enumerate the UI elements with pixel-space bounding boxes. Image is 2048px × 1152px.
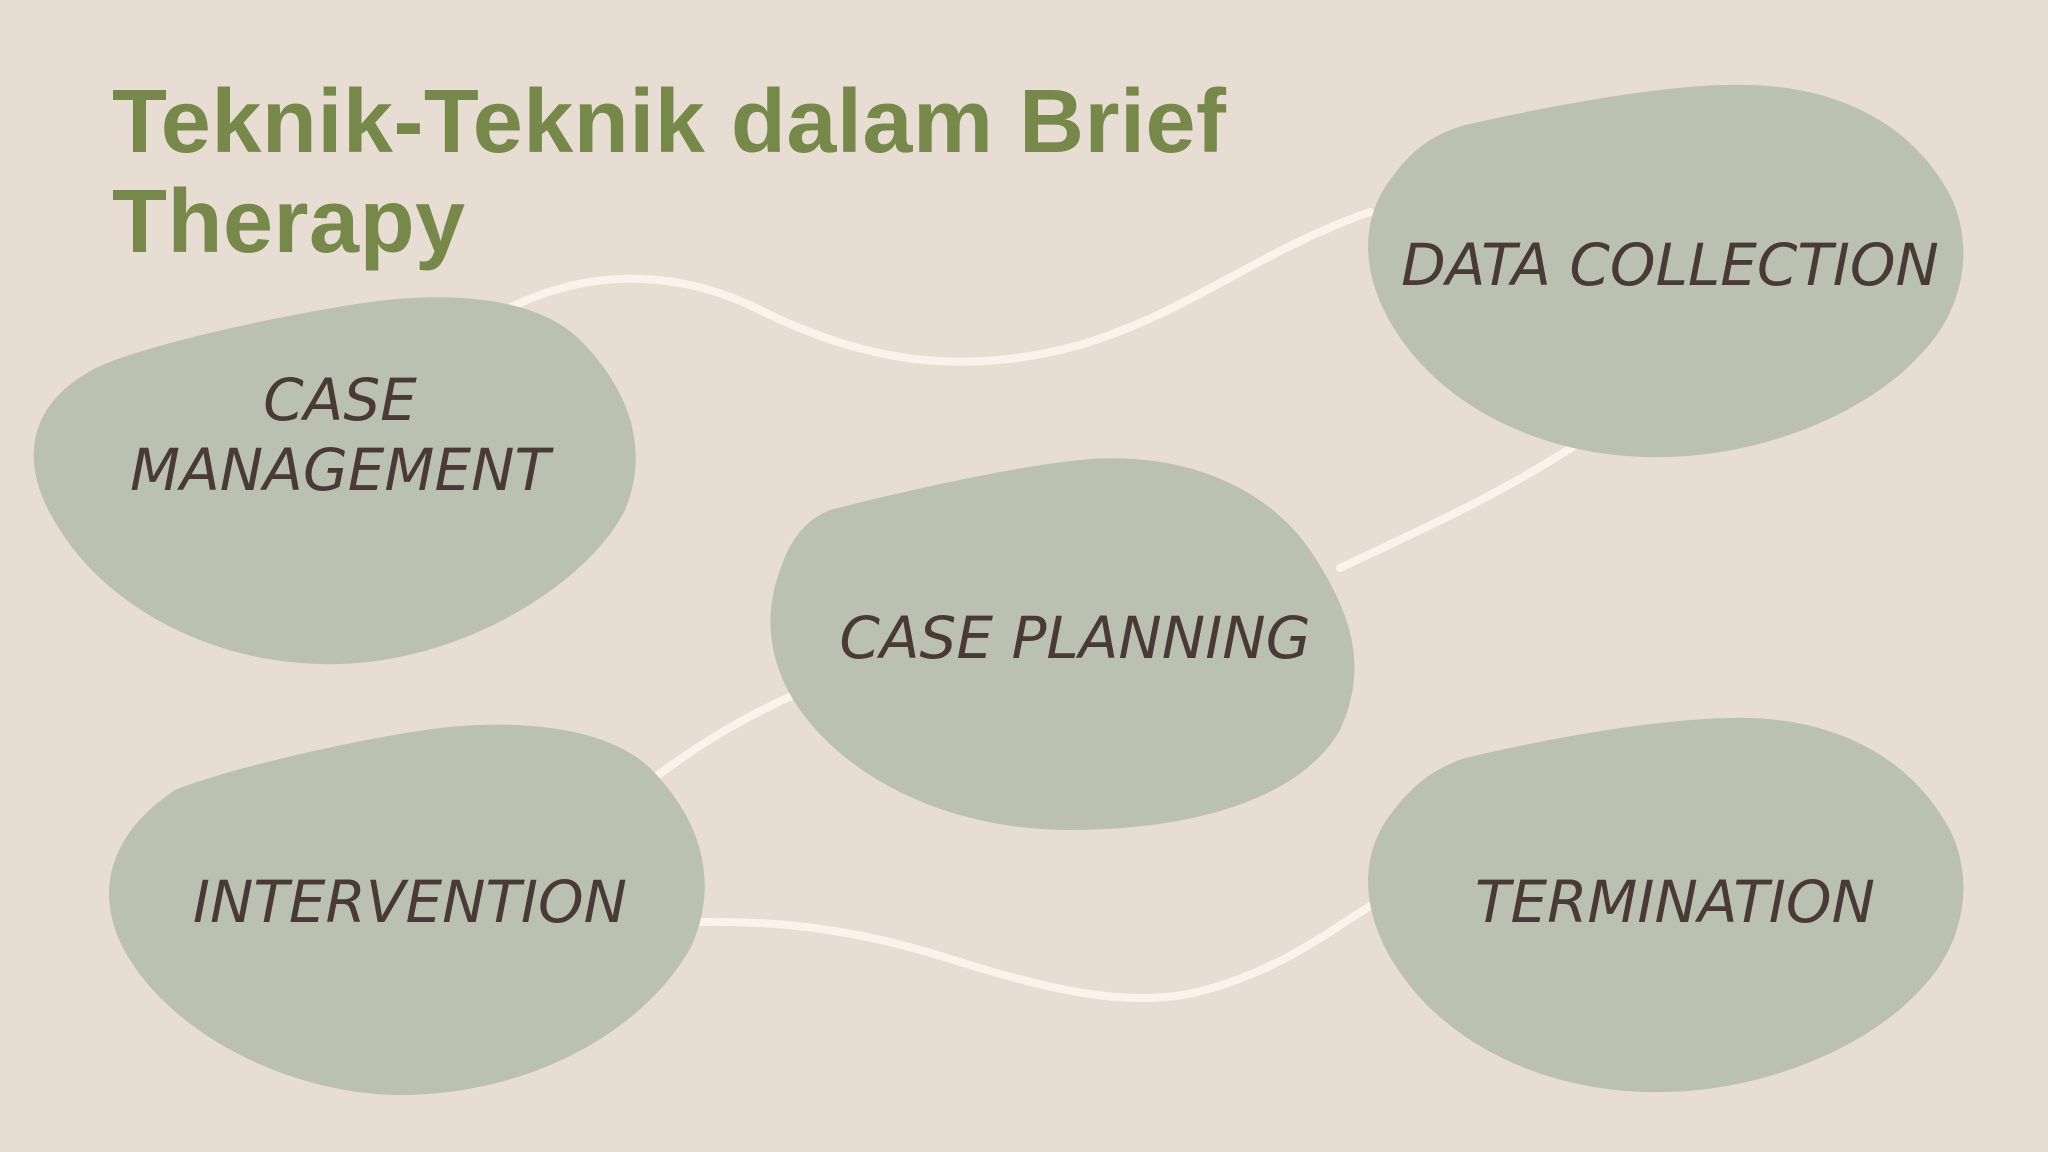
connector-case-planning-to-intervention (641, 686, 809, 789)
connector-intervention-to-termination (696, 896, 1384, 1003)
connector-case-management-to-data-collection (501, 208, 1374, 366)
connector-data-collection-to-case-planning (1336, 438, 1584, 572)
termination-label: TERMINATION (1475, 868, 1875, 936)
case-planning-blob (770, 458, 1355, 830)
case-management-label: CASE MANAGEMENT (130, 366, 550, 504)
case-management-blob (33, 297, 636, 665)
case-planning-label: CASE PLANNING (839, 604, 1311, 672)
intervention-blob (109, 724, 705, 1096)
termination-blob (1368, 717, 1964, 1093)
data-collection-label: DATA COLLECTION (1401, 231, 1939, 299)
data-collection-blob (1368, 84, 1964, 458)
intervention-label: INTERVENTION (192, 868, 628, 936)
slide-title: Teknik-Teknik dalam Brief Therapy (112, 72, 1227, 272)
